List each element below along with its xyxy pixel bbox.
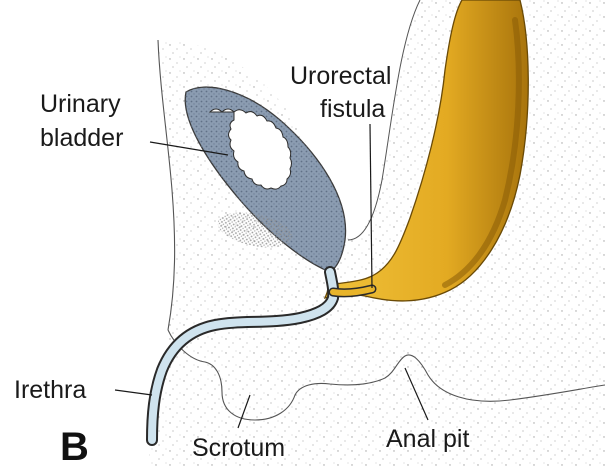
- label-anal-pit: Anal pit: [386, 425, 469, 453]
- urorectal-fistula: [333, 289, 372, 293]
- leader-urethra: [115, 390, 152, 395]
- label-urethra: Irethra: [14, 376, 86, 404]
- label-scrotum: Scrotum: [192, 434, 285, 462]
- panel-letter: B: [60, 425, 89, 466]
- label-urinary-bladder-line1: Urinary: [40, 90, 121, 118]
- label-urinary-bladder-line2: bladder: [40, 124, 123, 152]
- label-urorectal-fistula-line1: Urorectal: [290, 62, 391, 90]
- label-urorectal-fistula-line2: fistula: [320, 95, 385, 123]
